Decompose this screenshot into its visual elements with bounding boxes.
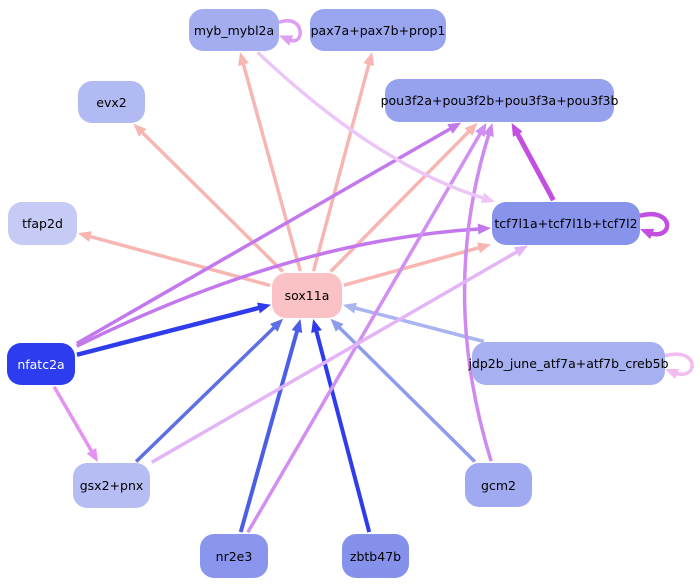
- node-label: myb_mybl2a: [193, 22, 275, 38]
- edge-jdp2b-jdp2b-arrowhead: [665, 368, 680, 380]
- node-zbtb47b[interactable]: zbtb47b: [342, 534, 409, 578]
- edge-zbtb47b-sox11a-arrowhead: [311, 318, 322, 333]
- edge-gsx2-sox11a-arrowhead: [269, 318, 284, 332]
- node-gcm2[interactable]: gcm2: [465, 463, 532, 507]
- node-label: sox11a: [284, 288, 330, 303]
- edge-tcf7l-tcf7l-self-loop: [638, 211, 670, 237]
- edge-gsx2-sox11a: [134, 325, 277, 463]
- edge-sox11a-myb: [241, 62, 302, 272]
- edge-myb-myb-arrowhead: [279, 35, 294, 46]
- edge-zbtb47b-sox11a: [314, 329, 372, 533]
- edge-gcm2-pou3f-arrowhead: [483, 122, 494, 138]
- edge-sox11a-evx2: [140, 130, 285, 273]
- node-nr2e3[interactable]: nr2e3: [200, 534, 268, 578]
- edge-nfatc2a-tcf7l: [76, 227, 481, 348]
- edge-nr2e3-sox11a: [238, 329, 300, 533]
- node-label: pax7a+pax7b+prop1: [310, 22, 446, 38]
- edge-sox11a-tfap2d-arrowhead: [77, 231, 92, 242]
- node-pax7[interactable]: pax7a+pax7b+prop1: [310, 9, 446, 51]
- node-label: nfatc2a: [17, 356, 65, 372]
- edge-nfatc2a-pou3f-arrowhead: [447, 122, 462, 134]
- node-gsx2[interactable]: gsx2+pnx: [73, 463, 150, 508]
- edge-nfatc2a-gsx2-arrowhead: [86, 448, 98, 463]
- edge-sox11a-evx2-arrowhead: [133, 123, 147, 137]
- edge-nfatc2a-pou3f: [75, 126, 453, 345]
- edge-sox11a-pax7-arrowhead: [363, 51, 375, 66]
- edge-tcf7l-pou3f: [514, 131, 556, 202]
- edge-sox11a-pou3f: [329, 129, 472, 273]
- node-jdp2b[interactable]: jdp2b_june_atf7a+atf7b_creb5b: [468, 342, 669, 385]
- edge-myb-tcf7l-arrowhead: [480, 192, 495, 204]
- node-label: pou3f2a+pou3f2b+pou3f3a+pou3f3b: [380, 93, 619, 108]
- node-label: evx2: [96, 94, 127, 110]
- edge-tcf7l-pou3f-arrowhead: [511, 122, 523, 137]
- edge-gcm2-sox11a-arrowhead: [330, 318, 344, 332]
- node-label: jdp2b_june_atf7a+atf7b_creb5b: [468, 356, 669, 371]
- edge-sox11a-pax7: [311, 62, 371, 272]
- node-label: tfap2d: [22, 216, 63, 231]
- node-nfatc2a[interactable]: nfatc2a: [7, 343, 75, 385]
- edge-nr2e3-pou3f: [246, 131, 483, 534]
- edge-sox11a-pou3f-arrowhead: [464, 122, 478, 136]
- node-pou3f[interactable]: pou3f2a+pou3f2b+pou3f3a+pou3f3b: [381, 79, 618, 122]
- node-myb[interactable]: myb_mybl2a: [189, 9, 279, 51]
- edge-gsx2-tcf7l-arrowhead: [513, 245, 528, 257]
- edge-gcm2-pou3f: [462, 132, 493, 462]
- edge-jdp2b-sox11a-arrowhead: [342, 302, 357, 314]
- node-label: nr2e3: [215, 548, 253, 564]
- node-sox11a[interactable]: sox11a: [272, 273, 342, 318]
- node-tcf7l[interactable]: tcf7l1a+tcf7l1b+tcf7l2: [492, 202, 640, 245]
- node-evx2[interactable]: evx2: [78, 81, 145, 123]
- node-tfap2d[interactable]: tfap2d: [8, 202, 77, 245]
- node-label: gcm2: [481, 477, 516, 493]
- node-label: zbtb47b: [349, 548, 402, 564]
- edge-sox11a-tcf7l-arrowhead: [477, 242, 492, 254]
- edge-myb-tcf7l: [256, 51, 485, 201]
- edge-gcm2-sox11a: [337, 325, 477, 463]
- edge-nr2e3-sox11a-arrowhead: [291, 318, 303, 333]
- node-label: gsx2+pnx: [79, 478, 144, 493]
- edge-tcf7l-tcf7l-arrowhead: [640, 228, 655, 240]
- edge-jdp2b-jdp2b-self-loop: [664, 352, 694, 376]
- edge-nfatc2a-gsx2: [52, 385, 94, 454]
- edge-nfatc2a-sox11a-arrowhead: [257, 302, 272, 314]
- edge-nfatc2a-tcf7l-arrowhead: [477, 223, 492, 235]
- edge-sox11a-tcf7l: [343, 245, 481, 287]
- edge-nfatc2a-sox11a: [76, 305, 261, 357]
- edge-sox11a-myb-arrowhead: [238, 51, 249, 66]
- node-label: tcf7l1a+tcf7l1b+tcf7l2: [494, 216, 638, 231]
- edge-myb-myb-self-loop: [278, 18, 302, 43]
- edge-gsx2-tcf7l: [150, 249, 520, 464]
